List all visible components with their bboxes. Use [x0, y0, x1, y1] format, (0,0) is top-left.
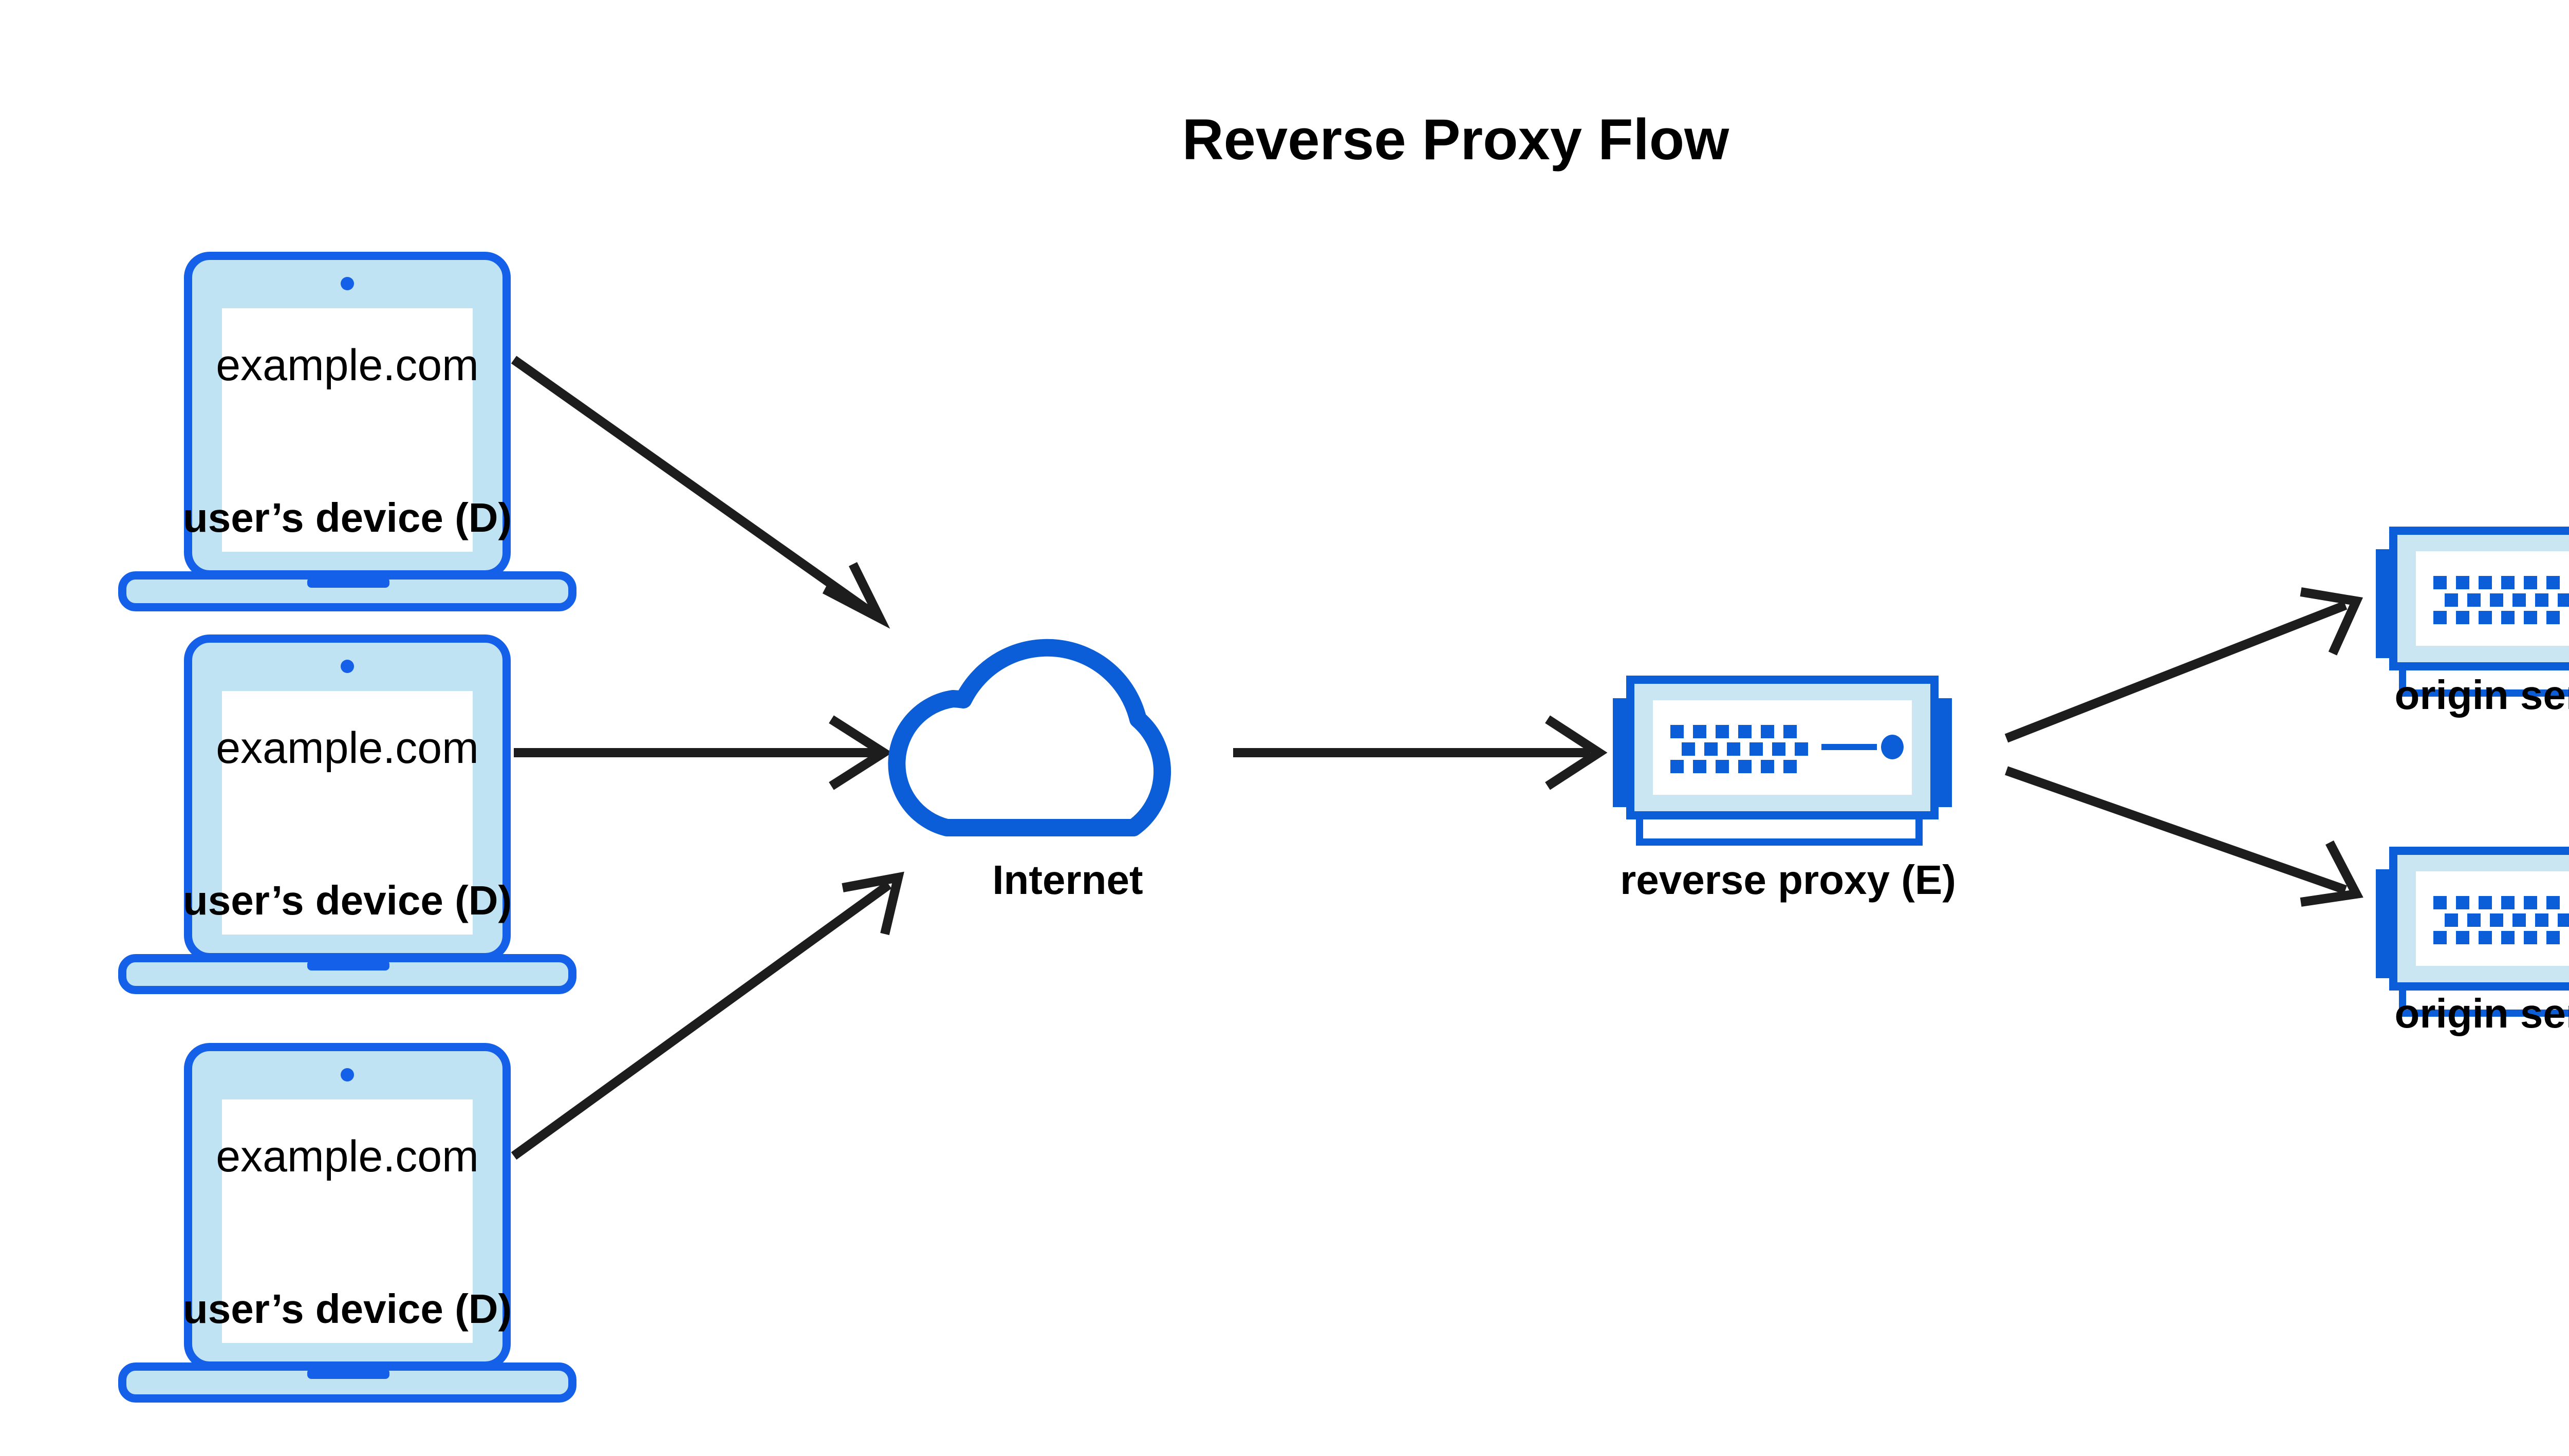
node-device-middle[interactable]: example.com user’s device (D) [122, 639, 572, 990]
server-icon [2376, 531, 2569, 693]
edge-proxy-to-origin-top [2004, 587, 2363, 743]
node-device-bottom[interactable]: example.com user’s device (D) [122, 1047, 572, 1398]
edge-cloud-to-proxy [1233, 715, 1608, 790]
cloud-label: Internet [992, 857, 1143, 903]
server-icon [1613, 680, 1952, 842]
laptop-icon [122, 256, 572, 607]
device-screen-text: example.com [216, 723, 478, 773]
node-reverse-proxy[interactable]: reverse proxy (E) [1613, 680, 1956, 903]
edge-device-bottom-to-cloud [511, 871, 904, 1160]
edge-device-top-to-cloud [511, 356, 890, 629]
origin-label: origin server (F) [2394, 672, 2569, 718]
node-internet-cloud[interactable]: Internet [888, 639, 1171, 903]
device-label: user’s device (D) [183, 495, 512, 540]
node-device-top[interactable]: example.com user’s device (D) [122, 256, 572, 607]
cloud-icon [888, 639, 1171, 836]
page-title: Reverse Proxy Flow [1182, 107, 1729, 172]
edges-layer [511, 356, 2363, 1160]
server-icon [2376, 851, 2569, 1013]
origin-label: origin server (F) [2394, 991, 2569, 1036]
edge-proxy-to-origin-bottom [2005, 766, 2363, 907]
laptop-icon [122, 639, 572, 990]
device-label: user’s device (D) [183, 878, 512, 923]
edge-device-middle-to-cloud [514, 715, 892, 790]
device-screen-text: example.com [216, 341, 478, 390]
laptop-icon [122, 1047, 572, 1398]
device-screen-text: example.com [216, 1132, 478, 1181]
node-origin-bottom[interactable]: origin server (F) [2376, 851, 2569, 1036]
node-origin-top[interactable]: origin server (F) [2376, 531, 2569, 718]
proxy-label: reverse proxy (E) [1620, 857, 1956, 903]
device-label: user’s device (D) [183, 1286, 512, 1332]
